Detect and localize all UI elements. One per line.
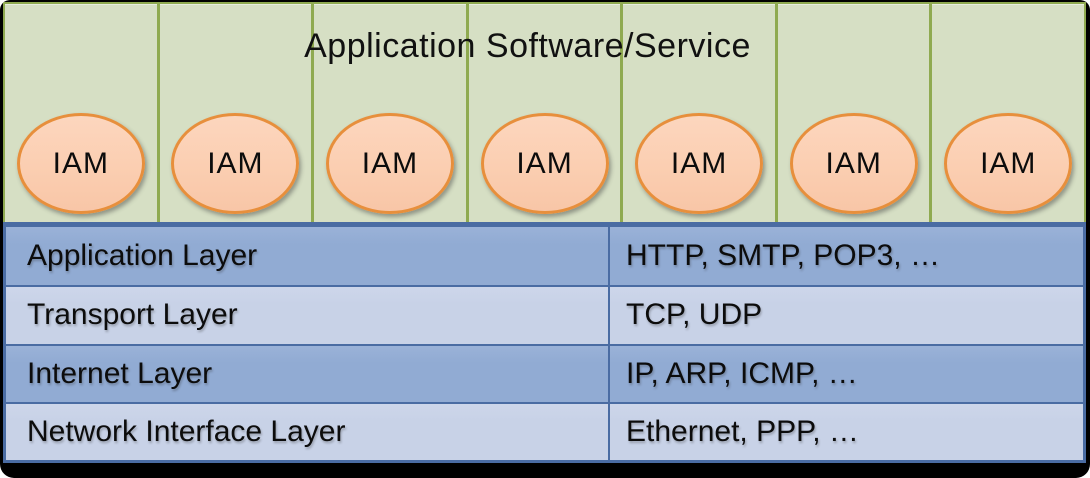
application-column-6: IAM bbox=[778, 4, 933, 222]
application-column-7: IAM bbox=[932, 4, 1084, 222]
application-column-3: IAM bbox=[314, 4, 469, 222]
protocol-layer-table: Application Layer HTTP, SMTP, POP3, … Tr… bbox=[3, 222, 1086, 463]
application-columns: IAM IAM IAM IAM IAM bbox=[5, 4, 1084, 222]
iam-oval-7: IAM bbox=[944, 113, 1073, 214]
iam-oval-2: IAM bbox=[171, 113, 300, 214]
layer-name-cell: Internet Layer bbox=[6, 343, 608, 402]
iam-oval-label: IAM bbox=[980, 146, 1037, 180]
iam-oval-label: IAM bbox=[361, 146, 419, 180]
application-software-panel: IAM IAM IAM IAM IAM bbox=[3, 2, 1086, 222]
iam-oval-label: IAM bbox=[825, 146, 882, 180]
layer-protocols-cell: TCP, UDP bbox=[608, 285, 1083, 344]
layer-protocols-cell: HTTP, SMTP, POP3, … bbox=[608, 227, 1083, 286]
iam-oval-5: IAM bbox=[635, 113, 764, 214]
iam-oval-label: IAM bbox=[207, 146, 264, 180]
application-column-4: IAM bbox=[469, 4, 624, 222]
layer-name-cell: Network Interface Layer bbox=[6, 401, 608, 460]
application-column-1: IAM bbox=[5, 4, 160, 222]
application-column-5: IAM bbox=[623, 4, 778, 222]
layer-protocols-cell: Ethernet, PPP, … bbox=[608, 401, 1083, 460]
iam-oval-4: IAM bbox=[480, 113, 609, 214]
application-column-2: IAM bbox=[160, 4, 315, 222]
iam-oval-3: IAM bbox=[325, 113, 454, 214]
layer-protocols-cell: IP, ARP, ICMP, … bbox=[608, 343, 1083, 402]
iam-oval-1: IAM bbox=[16, 113, 145, 214]
iam-oval-label: IAM bbox=[516, 146, 573, 180]
layer-name-cell: Transport Layer bbox=[6, 285, 608, 344]
iam-oval-label: IAM bbox=[52, 146, 109, 180]
iam-oval-label: IAM bbox=[670, 146, 728, 180]
layer-name-cell: Application Layer bbox=[6, 227, 608, 286]
iam-oval-6: IAM bbox=[789, 113, 918, 214]
